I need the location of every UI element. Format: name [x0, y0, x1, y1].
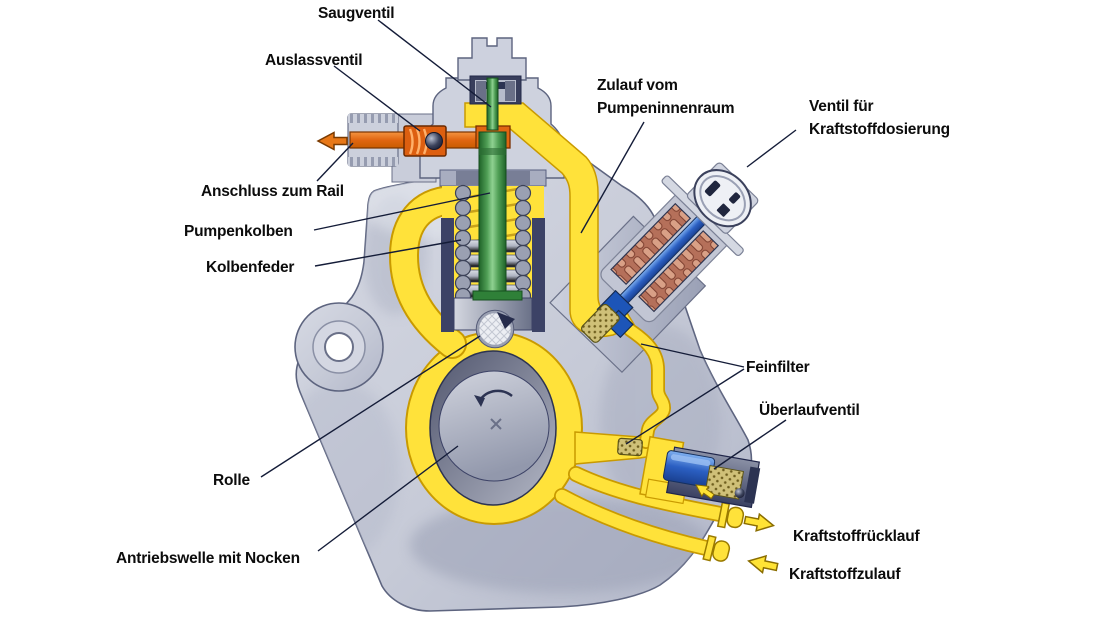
label-anschluss-zum-rail: Anschluss zum Rail	[201, 183, 344, 200]
piston-spring-coils	[454, 184, 532, 305]
label-pumpenkolben: Pumpenkolben	[184, 223, 293, 240]
rotation-arrowhead	[474, 395, 485, 407]
leader-auslassventil	[333, 65, 421, 132]
pump-piston-stem	[486, 77, 499, 131]
label-feinfilter: Feinfilter	[746, 359, 810, 376]
leader-rolle	[260, 335, 481, 478]
label-kolbenfeder: Kolbenfeder	[206, 259, 295, 276]
leader-kolbenfeder	[314, 239, 462, 267]
label-dosierventil: Ventil für Kraftstoffdosierung	[809, 98, 950, 138]
overflow-piston-highlight	[670, 454, 711, 467]
connector-pin-1	[704, 180, 721, 197]
fuel-metering-valve	[580, 162, 759, 343]
label-kraftstoffruecklauf: Kraftstoffrücklauf	[793, 528, 920, 545]
label-auslassventil: Auslassventil	[265, 52, 363, 69]
roller-outline	[475, 309, 515, 349]
outlet-assembly	[316, 113, 483, 167]
camshaft	[429, 350, 557, 506]
valve-guide-right	[505, 81, 515, 101]
leader-ueberlaufventil	[713, 419, 787, 470]
piston-foot	[472, 290, 523, 301]
connector-pin-2	[716, 203, 731, 217]
leader-anschluss-rail	[316, 142, 354, 182]
leader-pumpenkolben	[313, 192, 491, 231]
solenoid-coil-upper	[610, 202, 692, 286]
flange-block-left	[456, 171, 484, 185]
connector-face-ring	[699, 175, 746, 222]
overflow-spring	[704, 464, 745, 500]
fitting-threads-bottom	[348, 157, 398, 166]
overflow-end-cap	[744, 466, 761, 504]
leader-feinfilter-1	[640, 343, 745, 368]
piston-spring-assembly	[439, 77, 547, 349]
leader-dosierventil	[746, 129, 797, 168]
roller-shadow	[497, 312, 515, 329]
return-port-flange	[716, 501, 745, 529]
supply-inflow-arrow	[747, 554, 779, 574]
piston-shadow-band	[479, 148, 506, 155]
chamber-wall-right	[532, 218, 545, 332]
fitting-threads-top	[348, 114, 398, 123]
leader-saugventil	[377, 19, 492, 108]
leader-zulauf	[580, 121, 645, 234]
overflow-ball	[734, 488, 745, 499]
rail-outflow-arrow	[316, 131, 348, 151]
label-zulauf: Zulauf vom Pumpeninnenraum	[597, 77, 735, 117]
head-cap	[457, 37, 527, 81]
rotation-arrow	[478, 389, 513, 401]
label-antriebswelle: Antriebswelle mit Nocken	[116, 550, 300, 567]
cam-center-cross	[490, 418, 502, 430]
overflow-valve	[639, 435, 761, 509]
flange-block-right	[502, 171, 530, 185]
connector-pin-3	[729, 192, 741, 204]
label-ueberlaufventil: Überlaufventil	[759, 402, 860, 419]
label-kraftstoffzulauf: Kraftstoffzulauf	[789, 566, 901, 583]
overflow-flow-arrow	[695, 484, 715, 500]
outlet-valve-ball	[425, 132, 443, 150]
return-pipe-fill	[569, 467, 727, 521]
return-outflow-arrow	[743, 512, 776, 532]
chamber-wall-left	[441, 218, 454, 332]
leader-antriebswelle	[317, 445, 459, 552]
label-rolle: Rolle	[213, 472, 250, 489]
filter-to-valve-pipe-fill	[624, 324, 670, 448]
supply-port-flange	[702, 534, 731, 562]
label-saugventil: Saugventil	[318, 5, 395, 22]
solenoid-coil-lower	[638, 230, 720, 313]
valve-guide-left	[476, 81, 486, 101]
fine-filter-1	[580, 303, 620, 343]
leader-feinfilter-2	[625, 368, 745, 445]
leader-lines	[260, 19, 797, 552]
supply-pipe-fill	[555, 489, 713, 555]
left-fuel-channel-fill	[390, 187, 465, 357]
bolt-hole	[324, 332, 354, 362]
pump-piston	[478, 131, 507, 298]
fine-filter-2	[617, 437, 643, 457]
